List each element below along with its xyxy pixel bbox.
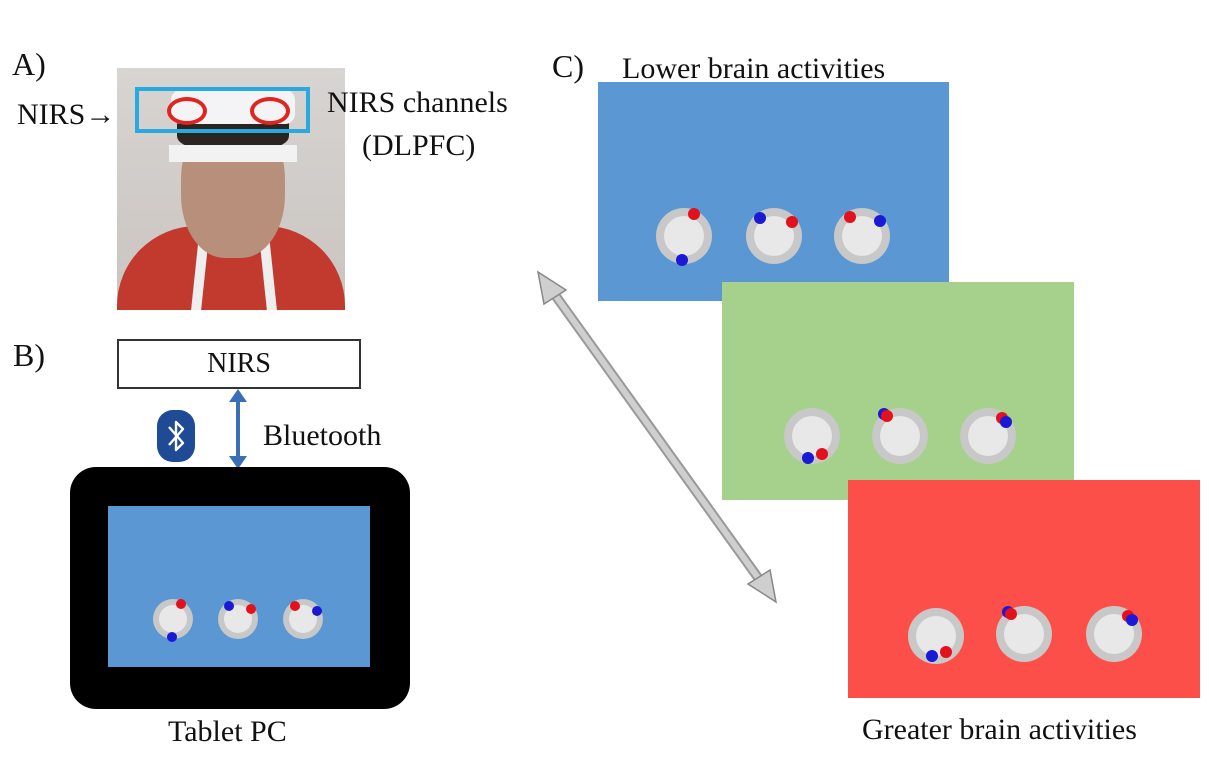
channel-ring-left xyxy=(167,97,207,125)
blue-dot xyxy=(926,650,938,662)
red-dot xyxy=(940,646,952,658)
panel-c-letter: C) xyxy=(552,48,584,84)
knob xyxy=(908,608,964,664)
bluetooth-link-arrow xyxy=(229,389,247,469)
red-dot xyxy=(246,604,256,614)
red-dot xyxy=(881,410,893,422)
anonymizing-bar xyxy=(169,145,297,162)
red-dot xyxy=(290,601,300,611)
blue-dot xyxy=(167,632,177,642)
lower-brain-label: Lower brain activities xyxy=(622,52,886,85)
nirs-device-box: NIRS xyxy=(117,339,361,389)
knob xyxy=(872,408,928,464)
nirs-arrow-label: NIRS→ xyxy=(17,98,116,131)
dlpfc-label: (DLPFC) xyxy=(362,129,476,162)
channel-ring-right xyxy=(250,97,290,125)
red-dot xyxy=(688,208,700,220)
knob xyxy=(996,606,1052,662)
bluetooth-badge xyxy=(157,410,195,462)
screen-lower-activity xyxy=(598,82,949,301)
knob xyxy=(834,208,890,264)
red-dot xyxy=(786,216,798,228)
knob xyxy=(153,599,193,642)
bluetooth-icon xyxy=(168,420,185,452)
blue-dot xyxy=(754,212,766,224)
blue-dot xyxy=(224,601,234,611)
blue-dot xyxy=(802,452,814,464)
nirs-device-label: NIRS xyxy=(207,348,271,379)
double-headed-arrow xyxy=(536,270,778,604)
red-dot xyxy=(844,211,856,223)
knob xyxy=(283,599,323,639)
blue-dot xyxy=(1126,614,1138,626)
knob xyxy=(656,208,712,266)
panel-a-letter: A) xyxy=(12,46,46,82)
blue-dot xyxy=(874,215,886,227)
blue-dot xyxy=(676,254,688,266)
blue-dot xyxy=(1000,416,1012,428)
nirs-headband-highlight xyxy=(135,87,310,133)
red-dot xyxy=(176,599,186,609)
knob xyxy=(218,599,258,639)
tablet-label: Tablet PC xyxy=(168,715,287,748)
knob xyxy=(784,408,840,464)
knob xyxy=(746,208,802,264)
tablet-screen xyxy=(108,506,370,667)
bluetooth-label: Bluetooth xyxy=(263,419,382,452)
nirs-channels-label: NIRS channels xyxy=(327,86,508,119)
red-dot xyxy=(816,448,828,460)
greater-brain-label: Greater brain activities xyxy=(862,713,1137,746)
screen-greater-activity xyxy=(848,480,1200,698)
blue-dot xyxy=(312,606,322,616)
screen-medium-activity xyxy=(722,282,1074,500)
red-dot xyxy=(1005,608,1017,620)
knob xyxy=(960,408,1016,464)
panel-b-letter: B) xyxy=(13,337,45,373)
knob xyxy=(1086,606,1142,662)
